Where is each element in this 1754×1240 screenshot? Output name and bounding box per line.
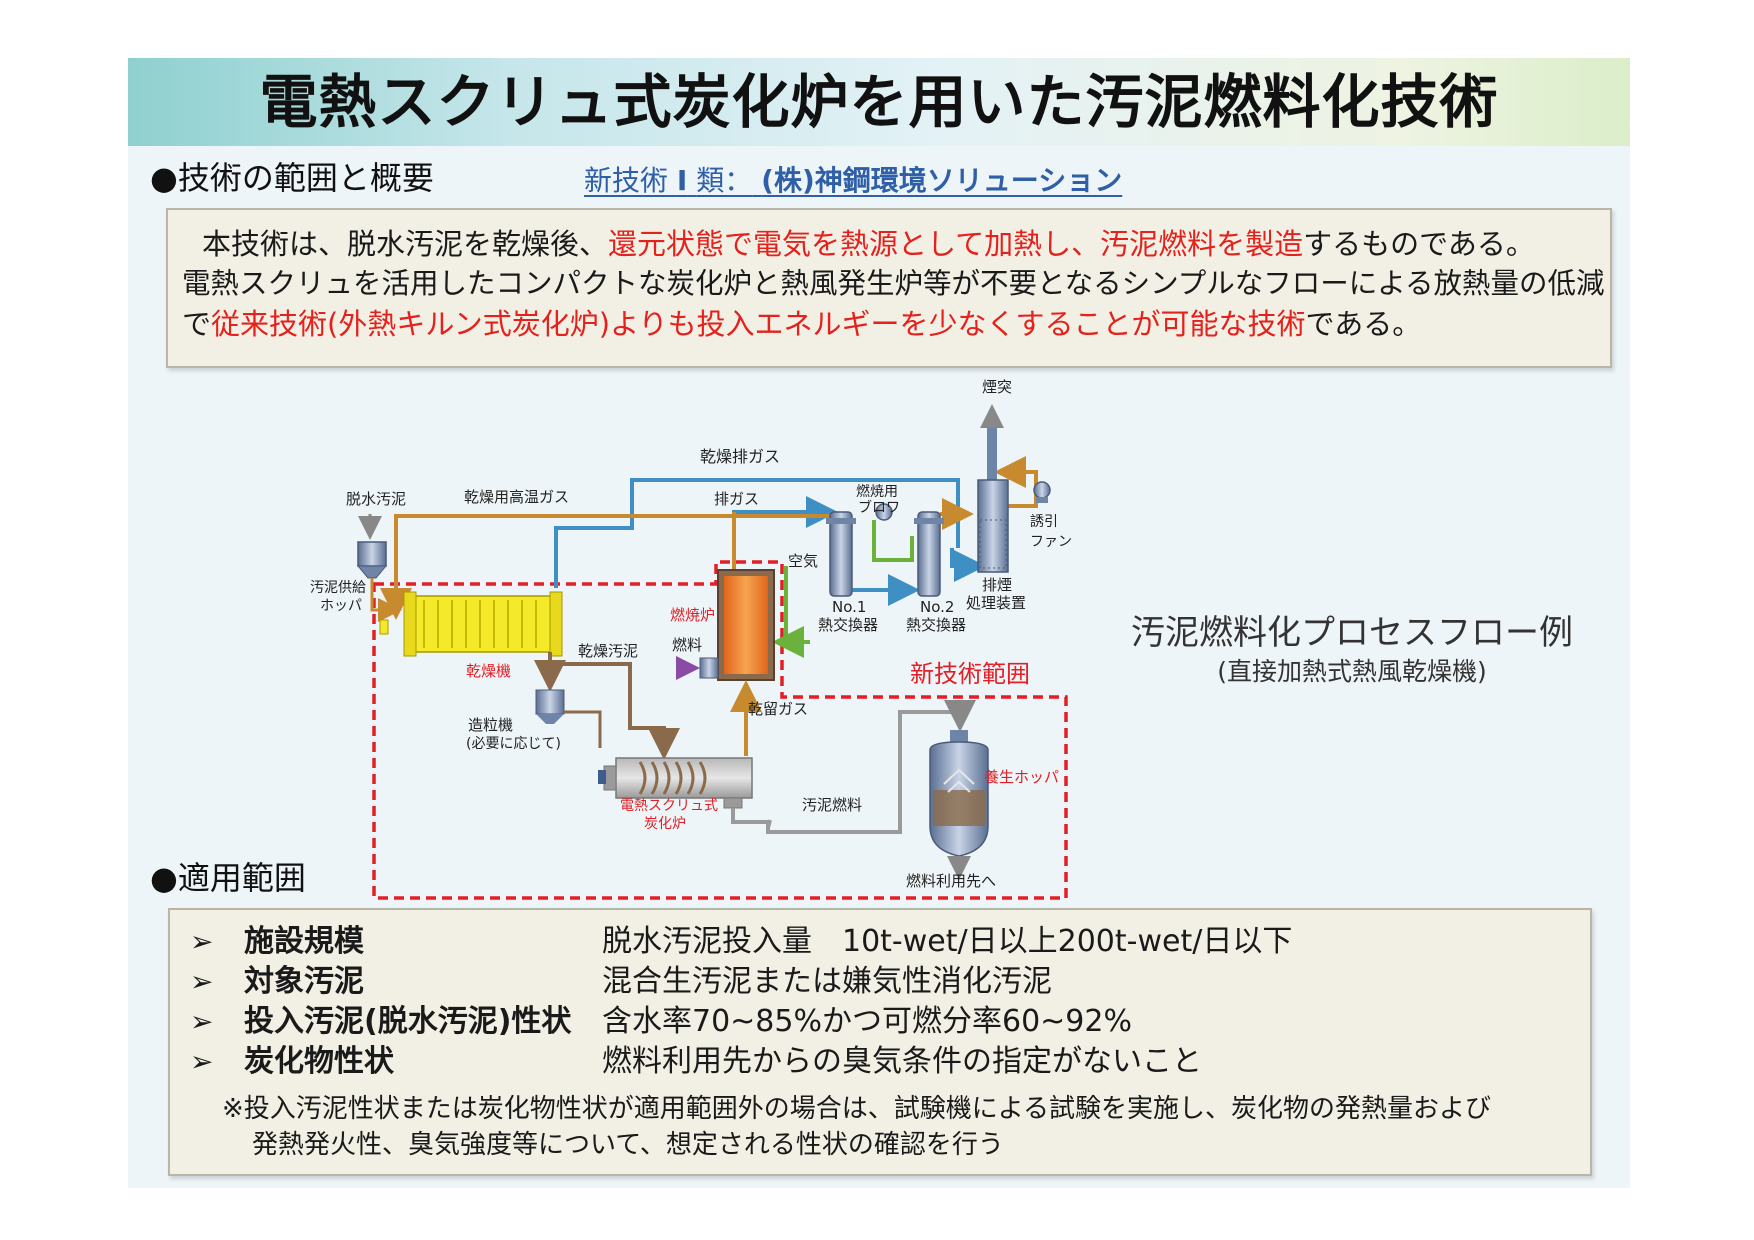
overview-line-3b: である。 bbox=[1305, 307, 1422, 341]
slide: 電熱スクリュ式炭化炉を用いた汚泥燃料化技術 ●技術の範囲と概要 新技術 Ⅰ 類：… bbox=[128, 58, 1630, 1188]
scope-heading: ●適用範囲 bbox=[150, 859, 306, 897]
scope-label: 施設規模 bbox=[244, 924, 364, 959]
scope-label: 炭化物性状 bbox=[244, 1044, 394, 1079]
bullet-arrow-icon: ➢ bbox=[190, 965, 214, 998]
overview-heading: ●技術の範囲と概要 bbox=[150, 159, 434, 197]
bullet-arrow-icon: ➢ bbox=[190, 925, 214, 958]
scope-label: 対象汚泥 bbox=[244, 964, 364, 999]
scope-row: ➢ 対象汚泥 混合生汚泥または嫌気性消化汚泥 bbox=[190, 962, 1570, 1002]
scope-value: 含水率70~85%かつ可燃分率60~92% bbox=[602, 1004, 1132, 1039]
company-class: Ⅰ bbox=[676, 164, 688, 197]
bullet-arrow-icon: ➢ bbox=[190, 1045, 214, 1078]
scope-label: 投入汚泥(脱水汚泥)性状 bbox=[244, 1004, 572, 1039]
page-title: 電熱スクリュ式炭化炉を用いた汚泥燃料化技術 bbox=[259, 68, 1499, 136]
overview-line-3-highlight: 従来技術(外熱キルン式炭化炉)よりも投入エネルギーを少なくすることが可能な技術 bbox=[211, 307, 1306, 341]
flow-subcaption: (直接加熱式熱風乾燥機) bbox=[1217, 657, 1487, 686]
scope-row: ➢ 施設規模 脱水汚泥投入量 10t-wet/日以上200t-wet/日以下 bbox=[190, 922, 1570, 962]
bullet-arrow-icon: ➢ bbox=[190, 1005, 214, 1038]
scope-row: ➢ 投入汚泥(脱水汚泥)性状 含水率70~85%かつ可燃分率60~92% bbox=[190, 1002, 1570, 1042]
scope-note-line-1: ※投入汚泥性状または炭化物性状が適用範囲外の場合は、試験機による試験を実施し、炭… bbox=[222, 1094, 1492, 1124]
scope-row: ➢ 炭化物性状 燃料利用先からの臭気条件の指定がないこと bbox=[190, 1042, 1570, 1082]
overview-line-3a: で bbox=[182, 307, 212, 341]
overview-line-2: 電熱スクリュを活用したコンパクトな炭化炉と熱風発生炉等が不要となるシンプルなフロ… bbox=[182, 267, 1605, 300]
overview-line-1-highlight: 還元状態で電気を熱源として加熱し、汚泥燃料を製造 bbox=[608, 227, 1304, 261]
company-prefix: 新技術 bbox=[584, 164, 669, 197]
scope-value: 燃料利用先からの臭気条件の指定がないこと bbox=[602, 1044, 1202, 1079]
scope-note-line-2: 発熱発火性、臭気強度等について、想定される性状の確認を行う bbox=[252, 1130, 1004, 1160]
overview-box: 本技術は、脱水汚泥を乾燥後、還元状態で電気を熱源として加熱し、汚泥燃料を製造する… bbox=[166, 208, 1612, 368]
company-name: (株)神鋼環境ソリューション bbox=[761, 164, 1123, 197]
scope-value: 脱水汚泥投入量 10t-wet/日以上200t-wet/日以下 bbox=[602, 924, 1293, 959]
scope-value: 混合生汚泥または嫌気性消化汚泥 bbox=[602, 964, 1052, 999]
company-line: 新技術 Ⅰ 類： (株)神鋼環境ソリューション bbox=[584, 161, 1122, 201]
overview-line-1: 本技術は、脱水汚泥を乾燥後、還元状態で電気を熱源として加熱し、汚泥燃料を製造する… bbox=[202, 224, 1535, 264]
scope-box: ➢ 施設規模 脱水汚泥投入量 10t-wet/日以上200t-wet/日以下 ➢… bbox=[168, 908, 1592, 1176]
overview-line-1b: するものである。 bbox=[1303, 227, 1535, 261]
overview-line-1a: 本技術は、脱水汚泥を乾燥後、 bbox=[202, 227, 609, 261]
overview-line-3: で従来技術(外熱キルン式炭化炉)よりも投入エネルギーを少なくすることが可能な技術… bbox=[182, 304, 1421, 344]
flow-caption: 汚泥燃料化プロセスフロー例 bbox=[1131, 613, 1573, 653]
title-bar bbox=[128, 58, 1630, 146]
company-suffix: 類： bbox=[696, 164, 753, 197]
